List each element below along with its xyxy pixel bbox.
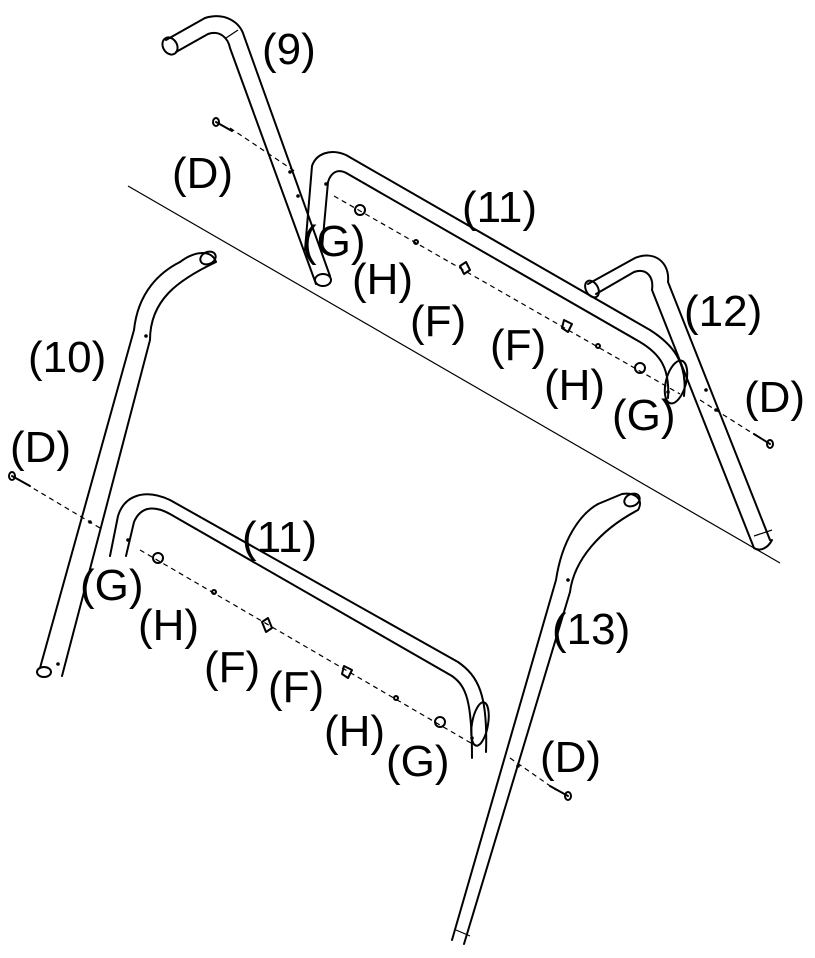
part-13-upright [451, 492, 641, 945]
lower-left-bolt [8, 471, 31, 487]
upper-right-wingnut [561, 319, 573, 333]
label-part-13: (13) [552, 605, 630, 654]
upper-right-washer [634, 362, 646, 374]
upper-hardware [212, 117, 774, 449]
upper-left-bolt [212, 117, 233, 132]
label-lower-g-right: (G) [386, 737, 450, 786]
divider-line [127, 185, 781, 564]
lower-left-wingnut [261, 617, 273, 633]
label-upper-h-left: (H) [352, 255, 413, 304]
lower-right-bolt [549, 785, 572, 801]
upper-right-bolt [753, 433, 774, 449]
label-lower-d-right: (D) [540, 733, 601, 782]
label-lower-h-right: (H) [324, 707, 385, 756]
label-lower-d-left: (D) [10, 423, 71, 472]
label-lower-f-left: (F) [204, 643, 260, 692]
upper-left-washer [354, 204, 366, 216]
label-part-12: (12) [684, 287, 762, 336]
label-lower-f-right: (F) [268, 663, 324, 712]
lower-right-washer [434, 716, 446, 728]
label-upper-f-right: (F) [490, 321, 546, 370]
upper-left-wingnut [459, 261, 471, 275]
lower-right-wingnut [341, 665, 353, 679]
label-lower-part-11: (11) [242, 513, 317, 562]
label-lower-g-left: (G) [80, 561, 144, 610]
label-upper-h-right: (H) [544, 361, 605, 410]
label-upper-f-left: (F) [410, 297, 466, 346]
lower-part-11-crossbar [109, 493, 490, 759]
label-upper-d-right: (D) [744, 373, 805, 422]
label-lower-h-left: (H) [138, 601, 199, 650]
part-10-upright [36, 250, 217, 678]
label-upper-d-left: (D) [172, 149, 233, 198]
label-upper-g-right: (G) [612, 391, 676, 440]
lower-hardware [8, 471, 572, 801]
label-part-9: (9) [262, 25, 316, 74]
label-part-10: (10) [28, 333, 106, 382]
label-upper-g-left: (G) [302, 217, 366, 266]
part-9-handle [161, 15, 332, 287]
label-upper-part-11: (11) [462, 183, 537, 232]
lower-left-washer [152, 552, 164, 564]
